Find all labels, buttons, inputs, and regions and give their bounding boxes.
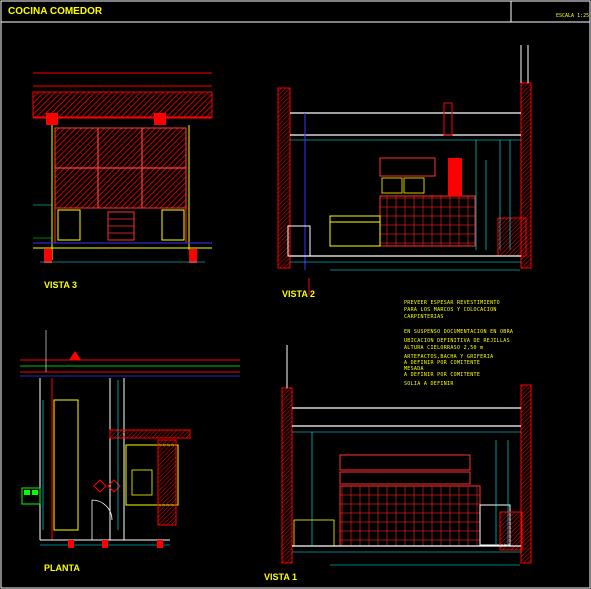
- note-line: PREVEER ESPESAR REVESTIMIENTO: [404, 300, 500, 306]
- note-line: ALTURA CIELORRASO 2,50 m: [404, 345, 484, 351]
- vista-1-label: VISTA 1: [264, 572, 297, 582]
- vista-1-drawing: [281, 345, 532, 566]
- vista-3-label: VISTA 3: [44, 280, 77, 290]
- scale-label: ESCALA 1:25: [556, 13, 590, 19]
- note-line: ARTEFACTOS,BACHA Y GRIFERIA: [404, 354, 494, 360]
- note-line: SOLIA A DEFINIR: [404, 381, 454, 387]
- sheet-title: COCINA COMEDOR: [8, 6, 103, 17]
- note-line: UBICACION DEFINITIVA DE REJILLAS: [404, 338, 510, 344]
- note-line: A DEFINIR POR COMITENTE: [404, 372, 481, 378]
- vista-3-drawing: [32, 72, 213, 263]
- note-line: EN SUSPENSO DOCUMENTACION EN OBRA: [404, 329, 514, 335]
- note-line: A DEFINIR POR COMITENTE: [404, 360, 481, 366]
- planta-drawing: [20, 330, 240, 548]
- note-line: MESADA: [404, 366, 424, 372]
- note-line: PARA LOS MARCOS Y COLOCACION: [404, 307, 497, 313]
- vista-2-drawing: [277, 45, 532, 295]
- note-line: CARPINTERIAS: [404, 314, 444, 320]
- vista-2-label: VISTA 2: [282, 289, 315, 299]
- planta-label: PLANTA: [44, 563, 80, 573]
